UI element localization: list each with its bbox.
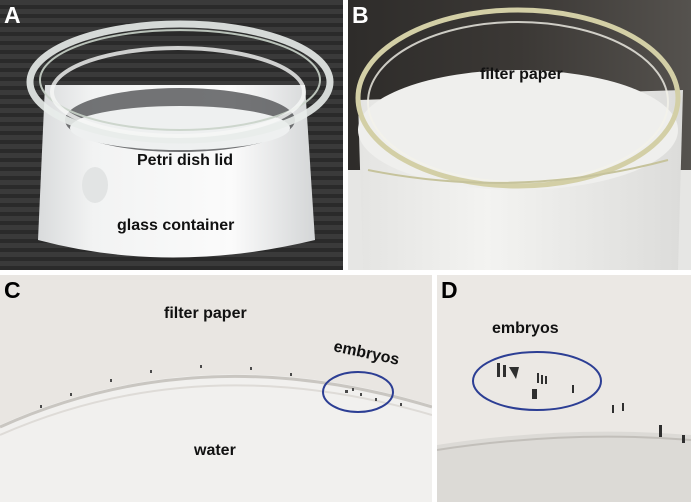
panel-d-letter: D bbox=[441, 277, 458, 303]
panel-d-photo bbox=[437, 275, 691, 502]
panel-c-photo bbox=[0, 275, 432, 502]
panel-c-letter: C bbox=[4, 277, 21, 303]
panel-a-letter: A bbox=[4, 2, 21, 28]
embryos-label-d: embryos bbox=[492, 320, 559, 337]
water-label: water bbox=[194, 442, 236, 459]
filter-paper-label-c: filter paper bbox=[164, 305, 247, 322]
panel-a: A Petri dish lid glass container bbox=[0, 0, 343, 270]
petri-dish-lid-label: Petri dish lid bbox=[137, 152, 234, 169]
filter-paper-label-b: filter paper bbox=[480, 66, 563, 83]
panel-d: D embryos bbox=[437, 275, 691, 502]
panel-b-letter: B bbox=[352, 2, 369, 28]
panel-c: C filter paper embryos water bbox=[0, 275, 432, 502]
panel-b-photo bbox=[348, 0, 691, 270]
panel-a-photo bbox=[0, 0, 343, 270]
panel-b: B filter paper bbox=[348, 0, 691, 270]
glass-container-label: glass container bbox=[117, 217, 235, 234]
